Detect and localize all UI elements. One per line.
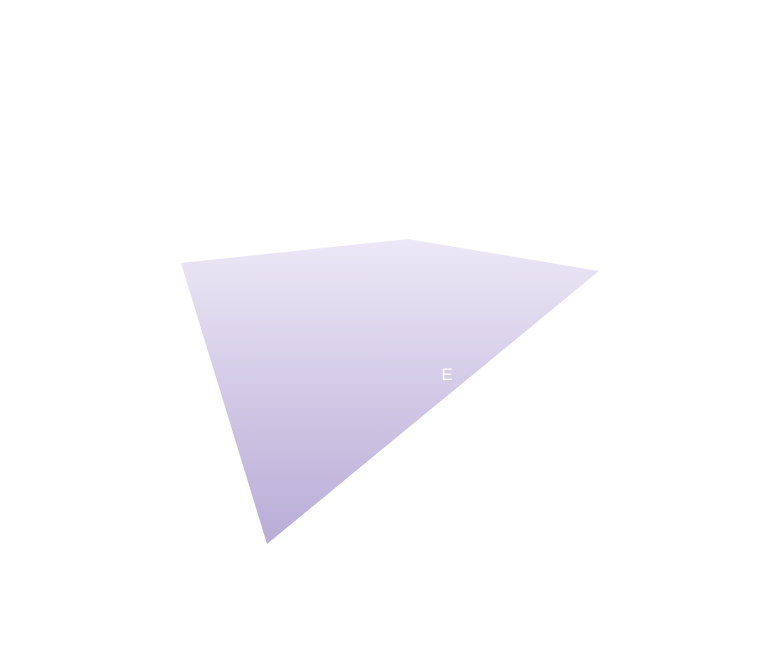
quadrilateral-shape — [181, 239, 599, 544]
shape-label: E — [441, 365, 452, 384]
